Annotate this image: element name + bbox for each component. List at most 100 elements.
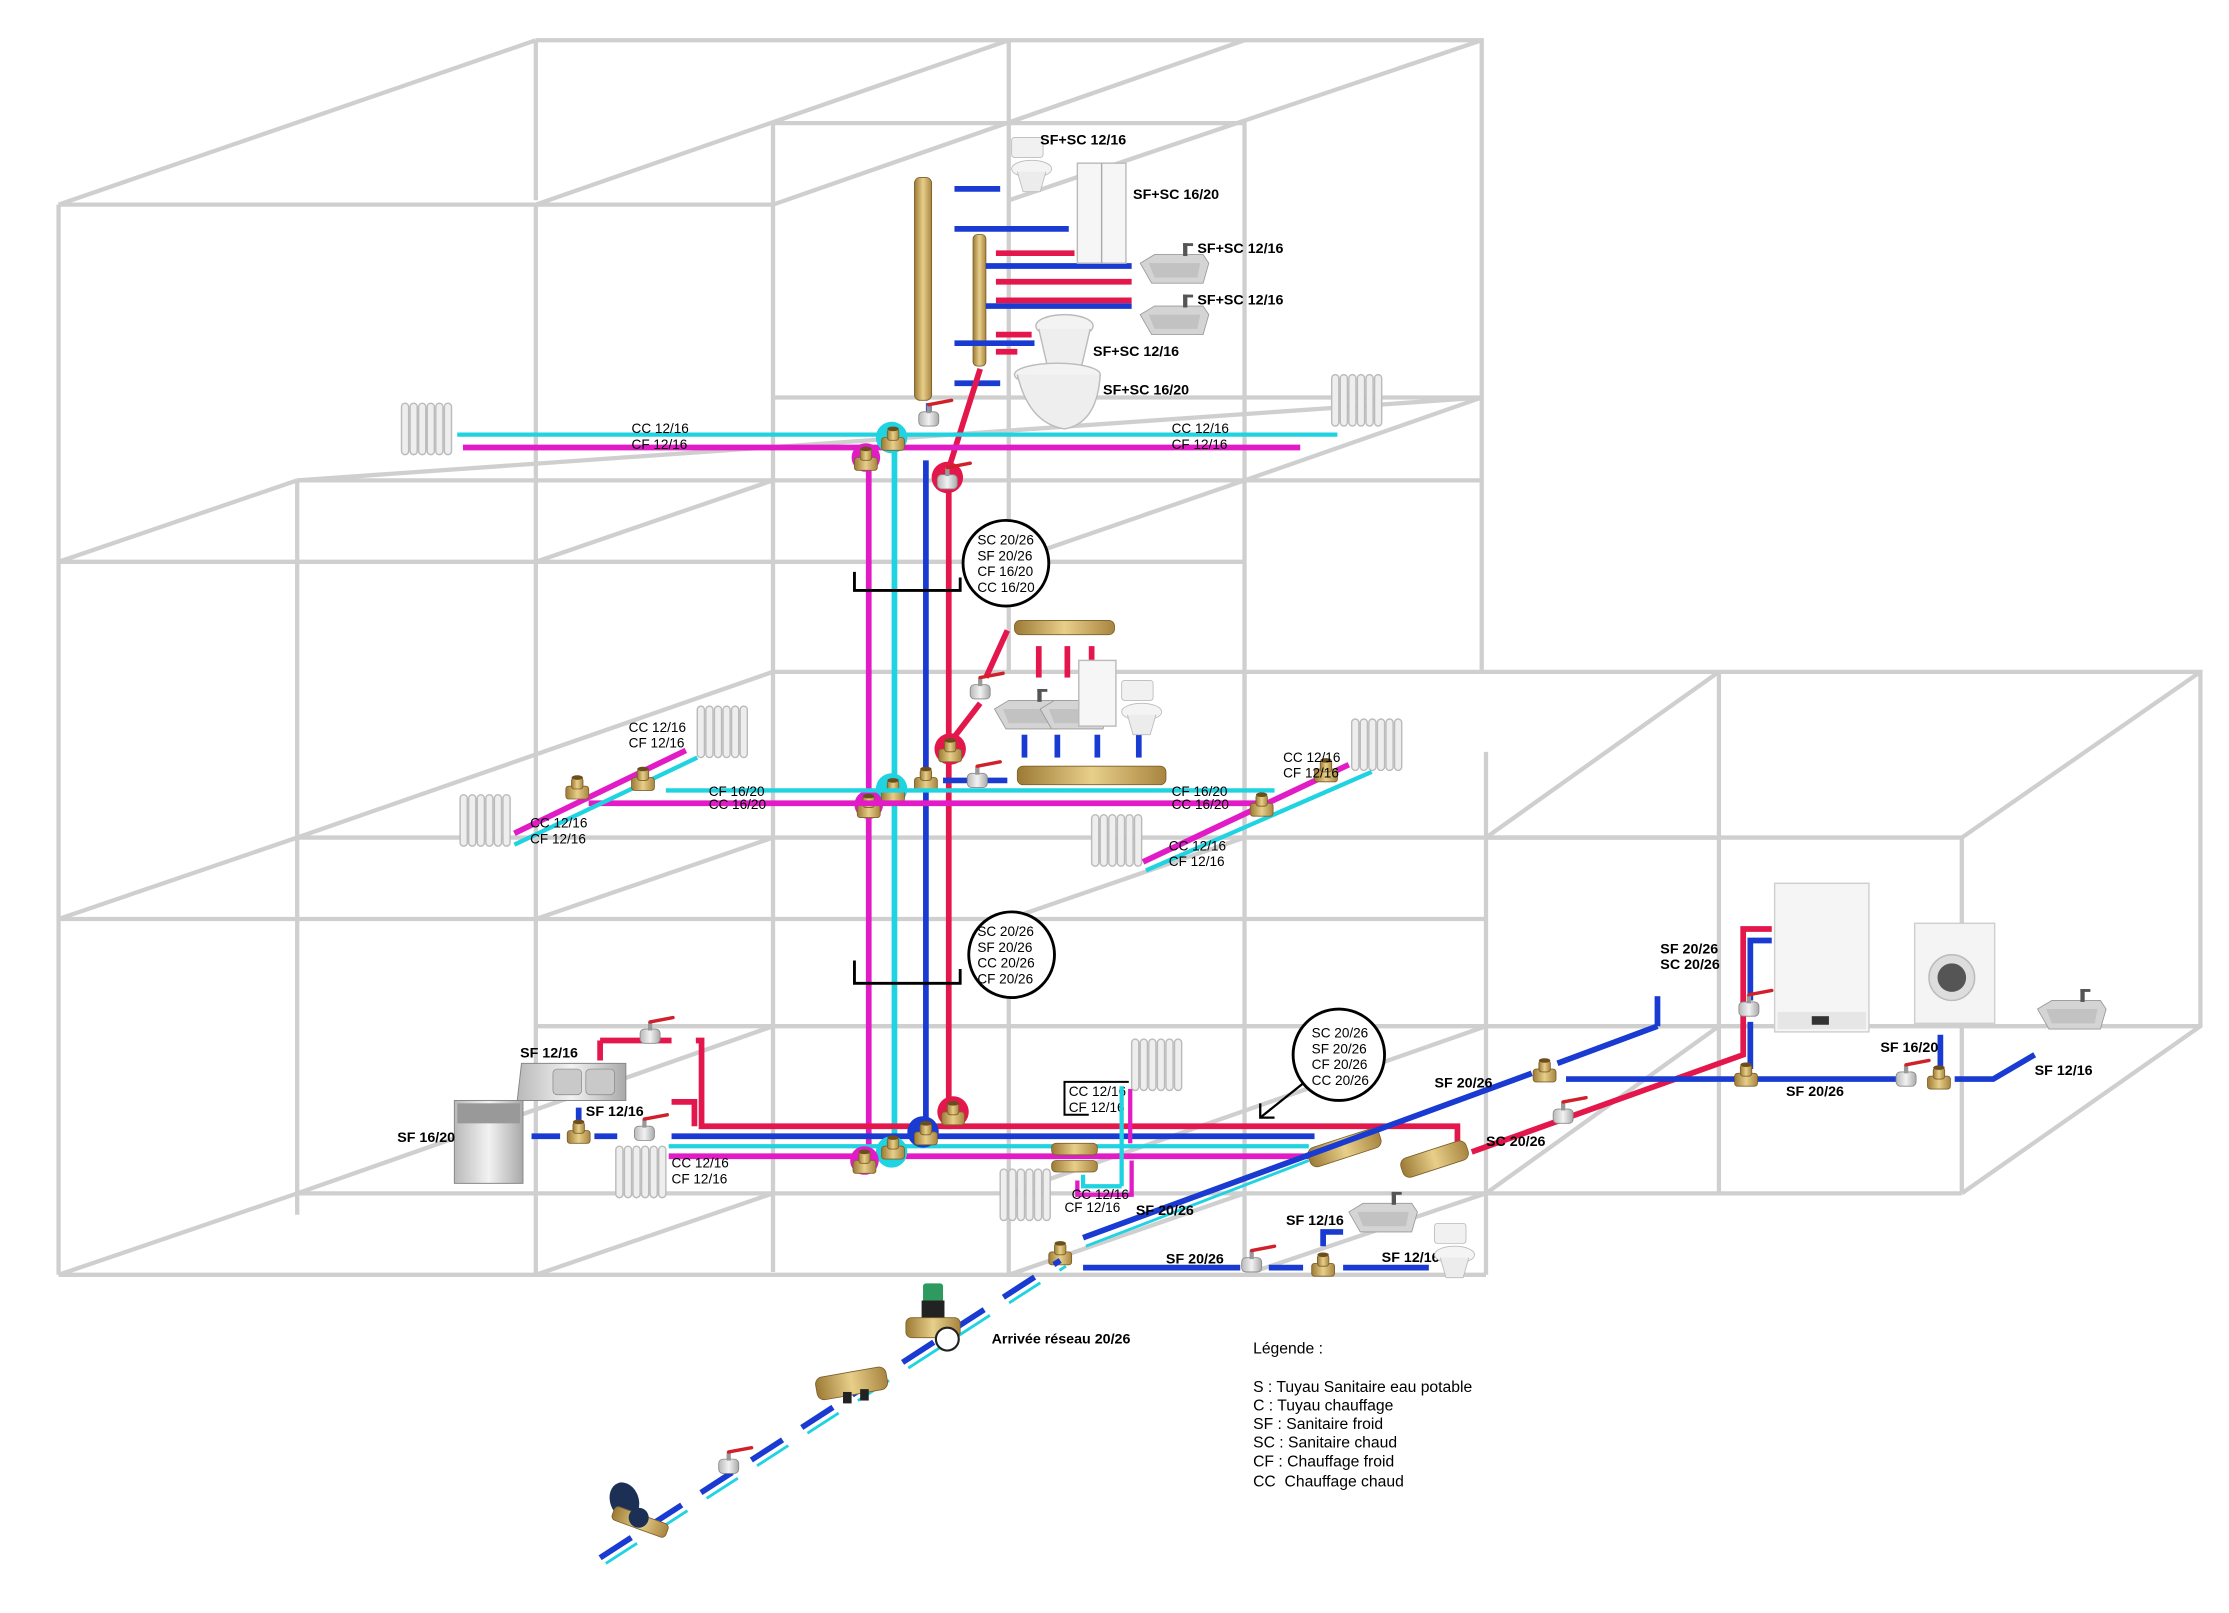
label-dishwasher: SF 16/20 bbox=[397, 1130, 455, 1146]
label-sf-bottom: SF 20/26 bbox=[1166, 1251, 1224, 1267]
tee-icon bbox=[913, 765, 939, 792]
legend: Légende : S : Tuyau Sanitaire eau potabl… bbox=[1253, 1340, 1472, 1490]
label-kitchen-sink: SF 12/16 bbox=[520, 1046, 578, 1062]
label-sc: SC 20/26 bbox=[1660, 957, 1720, 973]
label-cc: CC 12/16 bbox=[1169, 838, 1226, 853]
label-sc-main: SC 20/26 bbox=[1486, 1134, 1546, 1150]
callout-line: CF 20/26 bbox=[977, 971, 1033, 986]
dishwasher-icon bbox=[453, 1099, 524, 1184]
label-bathtub: SF+SC 16/20 bbox=[1103, 383, 1189, 399]
tee-icon bbox=[1733, 1061, 1759, 1087]
check-valve-icon bbox=[815, 1366, 889, 1404]
callout-line: CF 20/26 bbox=[1312, 1057, 1368, 1072]
label-wc: SF 12/16 bbox=[1382, 1250, 1440, 1266]
label-cf: CF 12/16 bbox=[1283, 766, 1339, 781]
pipe-callout bbox=[967, 910, 1056, 1000]
label-washbasin: SF 12/16 bbox=[1286, 1213, 1344, 1229]
water-meter-icon bbox=[609, 1482, 669, 1538]
valve-icon bbox=[968, 671, 1005, 701]
label-cc: CC 12/16 bbox=[1069, 1084, 1126, 1099]
valve-icon bbox=[716, 1445, 754, 1476]
tee-icon bbox=[1532, 1057, 1557, 1083]
valve-icon bbox=[1894, 1058, 1931, 1088]
ground-floor: SF 12/16 SF 12/16 SF 16/20 CC 12/16 CF 1… bbox=[397, 882, 2107, 1279]
label-cc: CC 12/16 bbox=[672, 1156, 729, 1171]
label-cf: CF 12/16 bbox=[1064, 1200, 1120, 1215]
wc-icon bbox=[1121, 679, 1163, 736]
callout-line: CF 16/20 bbox=[977, 564, 1033, 579]
label-washbasin-1: SF+SC 12/16 bbox=[1197, 241, 1283, 257]
manifold bbox=[1400, 1140, 1469, 1178]
label-cc: CC 12/16 bbox=[629, 720, 686, 735]
label-cf: CF 12/16 bbox=[629, 736, 685, 751]
tee-icon bbox=[1926, 1064, 1952, 1090]
tee-icon bbox=[565, 774, 590, 800]
label-cf: CF 12/16 bbox=[1069, 1100, 1125, 1115]
cold-manifold bbox=[1016, 765, 1167, 786]
tee-icon bbox=[566, 1118, 591, 1145]
legend-item: CC Chauffage chaud bbox=[1253, 1473, 1404, 1490]
label-washbasin-2: SF+SC 12/16 bbox=[1197, 293, 1283, 309]
hot-manifold bbox=[1014, 619, 1115, 636]
label-cc: CC 16/20 bbox=[1172, 797, 1230, 812]
label-wc: SF+SC 12/16 bbox=[1040, 133, 1126, 149]
label-cf: CF 16/20 bbox=[709, 784, 765, 799]
bathtub-icon bbox=[1013, 362, 1101, 430]
radiator-icon bbox=[459, 793, 511, 847]
label-cc: CC 12/16 bbox=[1072, 1187, 1129, 1202]
label-inlet: Arrivée réseau 20/26 bbox=[992, 1331, 1131, 1347]
boiler-icon bbox=[1773, 882, 1870, 1033]
valve-icon bbox=[917, 398, 954, 428]
pipe-callout bbox=[1291, 1007, 1386, 1102]
middle-floor: CF 16/20 CC 16/20 CF 16/20 CC 16/20 CC 1… bbox=[459, 619, 1403, 873]
radiator-icon bbox=[1330, 373, 1383, 427]
legend-item: C : Tuyau chauffage bbox=[1253, 1398, 1394, 1415]
top-bathroom: SF+SC 12/16 SF+SC 16/20 SF+SC 12/16 SF+S… bbox=[914, 133, 1283, 479]
label-cf: CF 12/16 bbox=[632, 437, 688, 452]
label-cc: CC 12/16 bbox=[632, 421, 689, 436]
tee-icon bbox=[1249, 791, 1274, 817]
callout-line: SC 20/26 bbox=[977, 924, 1034, 939]
radiator-icon bbox=[999, 1168, 1051, 1222]
kitchen-sink-icon bbox=[516, 1062, 627, 1101]
callout-line: SF 20/26 bbox=[1312, 1041, 1367, 1056]
radiator-icon bbox=[615, 1145, 667, 1199]
wc-icon bbox=[1434, 1222, 1475, 1279]
callout-line: SF 20/26 bbox=[977, 940, 1032, 955]
legend-item: SF : Sanitaire froid bbox=[1253, 1416, 1383, 1433]
label-cf: CF 12/16 bbox=[672, 1171, 728, 1186]
label-bidet: SF+SC 12/16 bbox=[1093, 344, 1179, 360]
pipe-callout bbox=[961, 518, 1051, 608]
legend-item: S : Tuyau Sanitaire eau potable bbox=[1253, 1379, 1472, 1396]
label-washbasin: SF 12/16 bbox=[2035, 1063, 2093, 1079]
radiator-icon bbox=[1350, 718, 1403, 772]
label-cf: CF 12/16 bbox=[1169, 854, 1225, 869]
label-cc: CC 12/16 bbox=[530, 816, 587, 831]
callout-line: CC 20/26 bbox=[977, 956, 1034, 971]
label-cf: CF 12/16 bbox=[1172, 437, 1228, 452]
shower-icon bbox=[1076, 162, 1127, 264]
label-sf: SF 20/26 bbox=[1660, 941, 1718, 957]
legend-item: SC : Sanitaire chaud bbox=[1253, 1435, 1397, 1452]
radiator-icon bbox=[1130, 1038, 1183, 1092]
cold-manifold bbox=[914, 177, 933, 401]
legend-item: CF : Chauffage froid bbox=[1253, 1453, 1394, 1470]
callout-line: SF 20/26 bbox=[977, 548, 1032, 563]
radiator-icon bbox=[696, 705, 749, 759]
callout-line: CC 16/20 bbox=[977, 580, 1035, 595]
label-sf-main: SF 20/26 bbox=[1435, 1076, 1493, 1092]
valve-icon bbox=[965, 760, 1002, 790]
washbasin-icon bbox=[1348, 1191, 1419, 1233]
water-inlet: Arrivée réseau 20/26 bbox=[598, 1258, 1131, 1565]
radiator-icon bbox=[1090, 814, 1143, 867]
washing-machine-icon bbox=[1913, 922, 1996, 1025]
callout-line: SC 20/26 bbox=[977, 533, 1034, 548]
label-washing-machine: SF 16/20 bbox=[1880, 1040, 1938, 1056]
radiator-icon bbox=[400, 402, 453, 456]
label-cc: CC 12/16 bbox=[1283, 750, 1340, 765]
pressure-reducer-icon bbox=[905, 1283, 961, 1352]
callout-line: SC 20/26 bbox=[1312, 1026, 1369, 1041]
label-sink-tee: SF 12/16 bbox=[586, 1104, 644, 1120]
label-cf: CF 12/16 bbox=[530, 831, 586, 846]
